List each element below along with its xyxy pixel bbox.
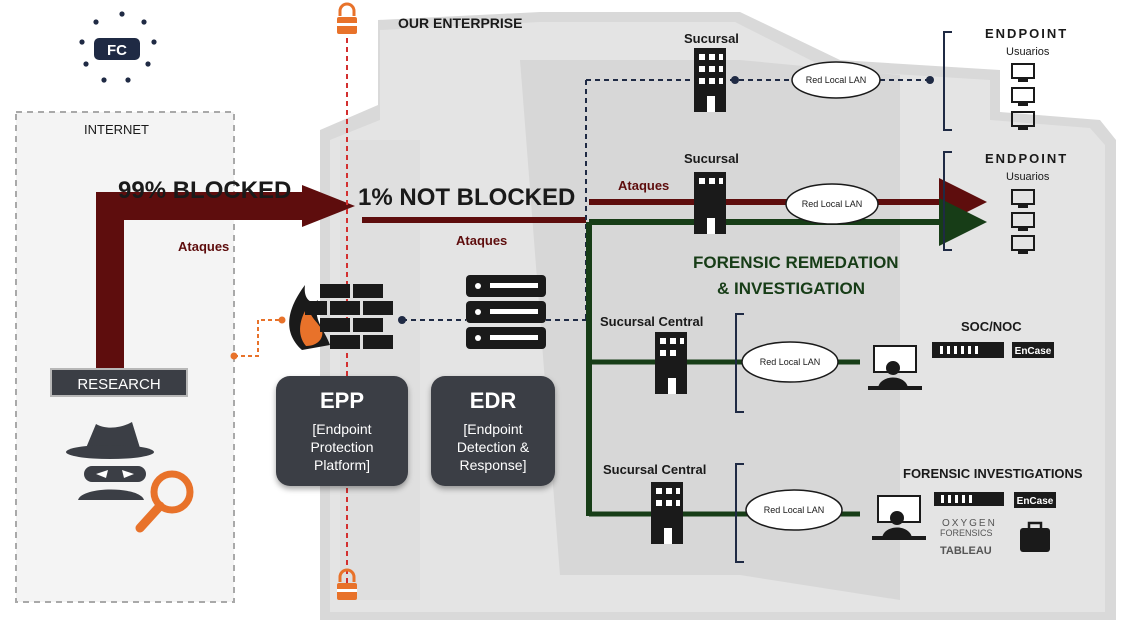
lan-cloud-2: Red Local LAN bbox=[785, 183, 879, 225]
oxygen-forensics-logo-1: OXYGEN bbox=[942, 518, 997, 529]
ataques-label-enterprise: Ataques bbox=[456, 233, 507, 248]
blocked-attack-arrow bbox=[96, 192, 305, 370]
tableau-logo: TABLEAU bbox=[940, 545, 992, 557]
endpoint-2-title: ENDPOINT bbox=[985, 151, 1068, 166]
hacker-spy-icon bbox=[66, 422, 154, 500]
hardware-appliance-icon-forensic bbox=[934, 492, 1004, 506]
analyst-workstation-icon-forensic bbox=[872, 495, 926, 540]
building-icon-central-2 bbox=[651, 482, 683, 544]
briefcase-icon bbox=[1020, 521, 1050, 552]
endpoint-2-users: Usuarios bbox=[1006, 171, 1050, 183]
epp-title: EPP bbox=[319, 388, 365, 413]
bracket-central-2 bbox=[735, 463, 744, 563]
magnifier-icon bbox=[135, 470, 194, 533]
research-label-box: RESEARCH bbox=[50, 368, 188, 397]
encase-logo-forensic: EnCase bbox=[1014, 492, 1056, 508]
lock-icon-bottom bbox=[337, 568, 357, 600]
endpoint-1-users: Usuarios bbox=[1006, 46, 1050, 58]
enterprise-label: OUR ENTERPRISE bbox=[398, 15, 522, 31]
bracket-endpoint-2 bbox=[943, 151, 952, 251]
lock-icon-top bbox=[337, 2, 357, 34]
ataques-label-internet: Ataques bbox=[178, 239, 229, 254]
branch-2-label: Sucursal bbox=[684, 151, 739, 166]
encase-logo-forensic-text: EnCase bbox=[1017, 496, 1054, 507]
lan-cloud-4: Red Local LAN bbox=[745, 489, 843, 531]
analyst-workstation-icon-soc bbox=[868, 345, 922, 390]
encase-logo-soc-text: EnCase bbox=[1015, 346, 1052, 357]
monitor-icons-endpoint-2 bbox=[1011, 189, 1035, 254]
forensic-remediation-label: FORENSIC REMEDATION bbox=[693, 253, 899, 272]
edr-card: EDR [Endpoint Detection & Response] bbox=[431, 376, 555, 486]
lan-cloud-3: Red Local LAN bbox=[741, 341, 839, 383]
edr-description: [Endpoint Detection & Response] bbox=[456, 421, 530, 473]
forensic-investigations-label: FORENSIC INVESTIGATIONS bbox=[903, 466, 1083, 481]
research-link bbox=[234, 319, 282, 357]
central-1-label: Sucursal Central bbox=[600, 314, 703, 329]
building-icon-branch-2 bbox=[694, 172, 726, 234]
firewall-icon bbox=[289, 284, 393, 350]
bracket-central-1 bbox=[735, 313, 744, 413]
logo-text: FC bbox=[107, 42, 127, 59]
epp-card: EPP [Endpoint Protection Platform] bbox=[276, 376, 408, 486]
lan-cloud-3-label: Red Local LAN bbox=[760, 357, 821, 367]
bracket-endpoint-1 bbox=[943, 31, 952, 131]
monitor-icons-endpoint-1 bbox=[1011, 63, 1035, 130]
building-icon-branch-1 bbox=[694, 48, 726, 112]
central-2-label: Sucursal Central bbox=[603, 462, 706, 477]
lan-cloud-4-label: Red Local LAN bbox=[764, 505, 825, 515]
not-blocked-label: 1% NOT BLOCKED bbox=[358, 184, 575, 211]
soc-noc-label: SOC/NOC bbox=[961, 319, 1022, 334]
lan-cloud-2-label: Red Local LAN bbox=[802, 199, 863, 209]
edr-server-icon bbox=[466, 275, 546, 349]
edr-title: EDR bbox=[469, 388, 517, 413]
oxygen-forensics-logo-2: FORENSICS bbox=[940, 528, 993, 538]
ataques-label-branch: Ataques bbox=[618, 178, 669, 193]
epp-description: [Endpoint Protection Platform] bbox=[310, 421, 374, 473]
endpoint-1-title: ENDPOINT bbox=[985, 26, 1068, 41]
encase-logo-soc: EnCase bbox=[1012, 342, 1054, 358]
lan-cloud-1-label: Red Local LAN bbox=[806, 75, 867, 85]
internet-label: INTERNET bbox=[84, 122, 149, 137]
fc-logo: FC bbox=[79, 11, 157, 83]
lan-cloud-1: Red Local LAN bbox=[791, 61, 881, 99]
building-icon-central-1 bbox=[655, 332, 687, 394]
blocked-label: 99% BLOCKED bbox=[118, 177, 291, 204]
hardware-appliance-icon-soc bbox=[932, 342, 1004, 358]
branch-1-label: Sucursal bbox=[684, 31, 739, 46]
forensic-investigation-label: & INVESTIGATION bbox=[717, 279, 865, 298]
